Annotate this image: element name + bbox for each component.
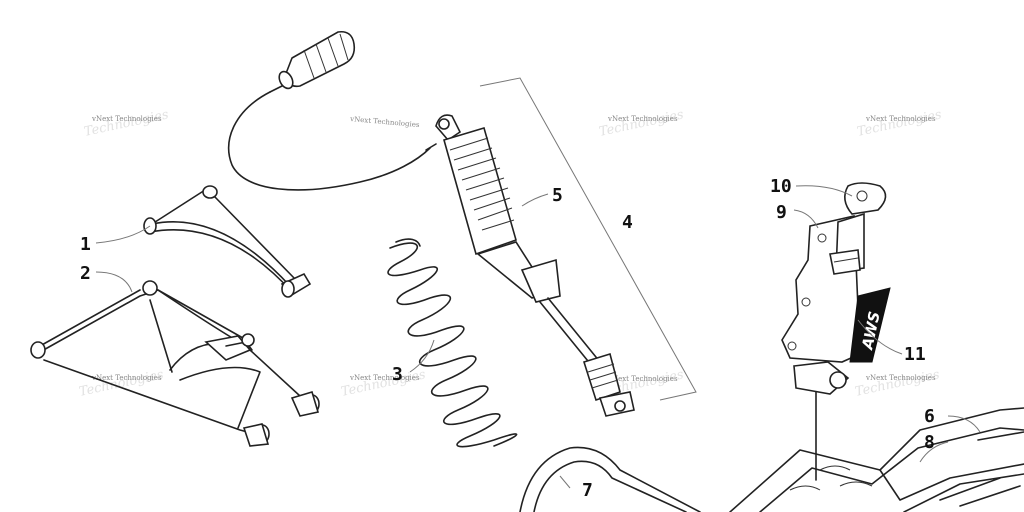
svg-text:vNext Technologies: vNext Technologies [607, 115, 678, 123]
pivot-bracket [781, 182, 887, 395]
lower-a-arm [30, 280, 320, 447]
svg-text:Technologies: Technologies [340, 367, 428, 400]
svg-text:Technologies: Technologies [598, 107, 686, 140]
svg-text:vNext Technologies: vNext Technologies [91, 115, 162, 123]
svg-text:vNext Technologies: vNext Technologies [349, 374, 420, 382]
callout-10: 10 [770, 176, 792, 197]
svg-text:Technologies: Technologies [856, 107, 944, 140]
svg-text:vNext Technologies: vNext Technologies [349, 115, 420, 129]
watermark-1: Technologies vNext Technologies [83, 107, 171, 140]
callout-5: 5 [552, 185, 563, 206]
watermark-2: vNext Technologies [349, 115, 420, 129]
svg-text:vNext Technologies: vNext Technologies [865, 374, 936, 382]
callout-1: 1 [80, 234, 91, 255]
callout-3: 3 [392, 364, 403, 385]
callout-4: 4 [622, 212, 633, 233]
svg-text:Technologies: Technologies [83, 107, 171, 140]
reservoir-hose [227, 91, 431, 191]
upper-a-arm [143, 185, 312, 298]
callout-11: 11 [904, 344, 926, 365]
coil-spring [387, 242, 518, 448]
watermark-6: Technologies vNext Technologies [340, 367, 428, 400]
remote-reservoir [269, 30, 356, 93]
callout-6: 6 [924, 406, 935, 427]
assembly-bracket [479, 77, 697, 401]
shock-absorber [425, 114, 635, 417]
watermark-3: Technologies vNext Technologies [598, 107, 686, 140]
bumper-rail [519, 446, 701, 512]
spring-top-coil [395, 238, 421, 247]
svg-text:Technologies: Technologies [854, 367, 942, 400]
watermark-4: Technologies vNext Technologies [856, 107, 944, 140]
watermark-8: Technologies vNext Technologies [854, 367, 942, 400]
watermark-5: Technologies vNext Technologies [78, 367, 166, 400]
skid-frame [729, 391, 1024, 512]
callout-8: 8 [924, 432, 935, 453]
svg-text:vNext Technologies: vNext Technologies [91, 374, 162, 382]
callout-7: 7 [582, 480, 593, 501]
svg-text:vNext Technologies: vNext Technologies [865, 115, 936, 123]
callout-2: 2 [80, 263, 91, 284]
svg-text:vNext Technologies: vNext Technologies [607, 375, 678, 383]
callout-9: 9 [776, 202, 787, 223]
svg-text:Technologies: Technologies [78, 367, 166, 400]
